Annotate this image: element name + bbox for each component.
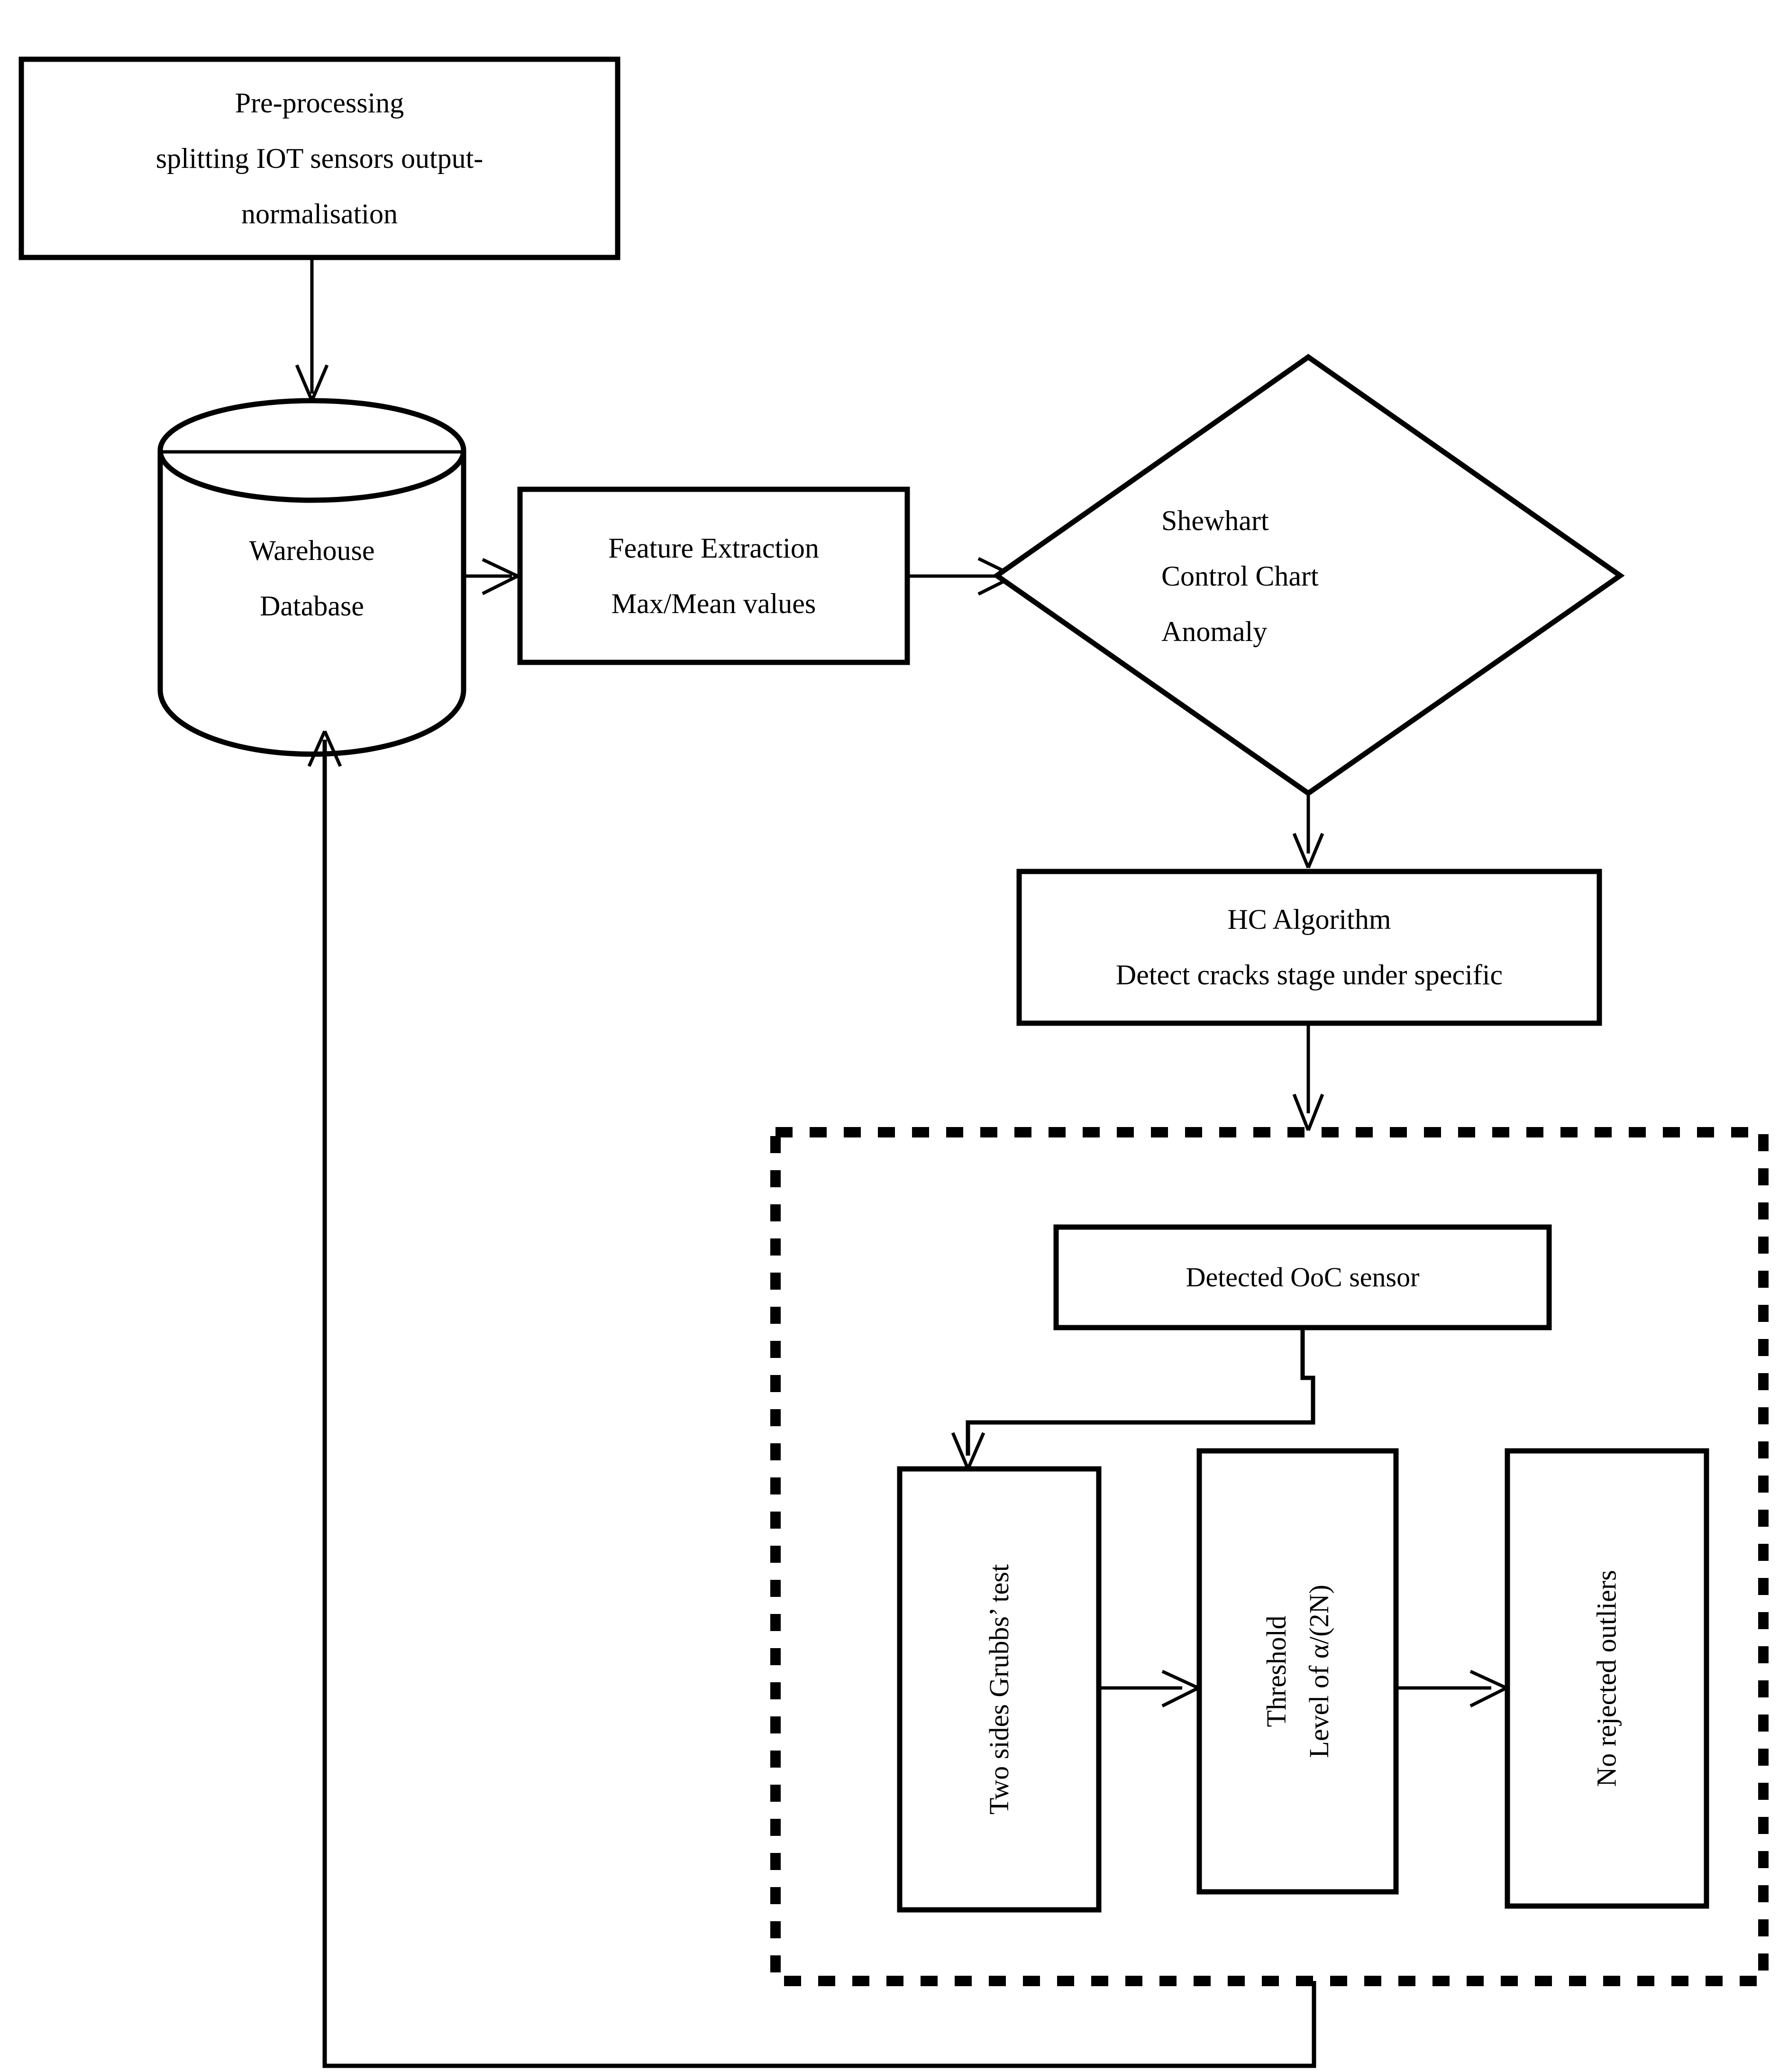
grubbs-test-line-1: Two sides Grubbs’ test bbox=[984, 1564, 1015, 1815]
edge-group-feedback-to-warehouse bbox=[322, 740, 1316, 2068]
threshold-box[interactable] bbox=[1196, 1448, 1399, 1895]
preprocessing-box[interactable] bbox=[18, 56, 620, 260]
threshold-label: Threshold Level of α/(2N) bbox=[1199, 1451, 1396, 1892]
edge-ooc-to-grubbs bbox=[966, 1328, 1315, 1456]
arrowhead-right-outliers bbox=[1469, 1669, 1507, 1708]
feature-extraction-box[interactable] bbox=[517, 486, 910, 665]
hc-algorithm-box[interactable] bbox=[1016, 869, 1602, 1026]
threshold-line-2: Level of α/(2N) bbox=[1303, 1585, 1334, 1758]
no-rejected-outliers-line-1: No rejected outliers bbox=[1591, 1570, 1623, 1787]
arrowhead-down-hc bbox=[1292, 833, 1324, 869]
warehouse-cylinder-body[interactable] bbox=[157, 450, 466, 757]
grubbs-test-box[interactable] bbox=[897, 1466, 1102, 1913]
no-rejected-outliers-box[interactable] bbox=[1505, 1448, 1709, 1909]
threshold-line-1: Threshold bbox=[1260, 1615, 1292, 1727]
outlier-analysis-group-dashed-box[interactable] bbox=[770, 1127, 1769, 1986]
arrowhead-down-warehouse bbox=[295, 364, 329, 402]
arrowhead-down-group bbox=[1292, 1093, 1324, 1131]
detected-ooc-sensor-box[interactable] bbox=[1053, 1224, 1552, 1330]
arrowhead-right-threshold bbox=[1161, 1669, 1199, 1708]
grubbs-test-label: Two sides Grubbs’ test bbox=[900, 1469, 1099, 1910]
arrowhead-up-warehouse-feedback bbox=[307, 730, 342, 767]
shewhart-decision-diamond[interactable] bbox=[992, 354, 1625, 797]
arrowhead-down-grubbs bbox=[951, 1432, 985, 1470]
no-rejected-outliers-label: No rejected outliers bbox=[1507, 1451, 1706, 1906]
arrowhead-right-feature bbox=[482, 558, 519, 596]
